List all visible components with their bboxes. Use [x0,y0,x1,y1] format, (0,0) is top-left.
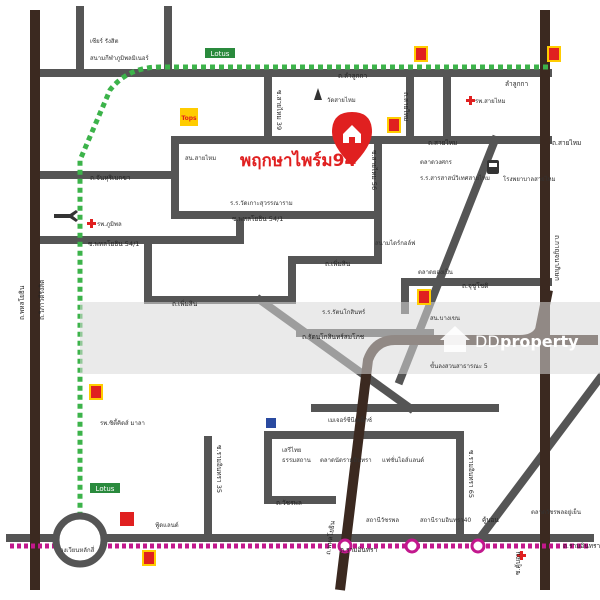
svg-text:ร.ร.วัดเกาะสุวรรณาราม: ร.ร.วัดเกาะสุวรรณาราม [230,200,293,207]
svg-text:ตลาดวงศกร: ตลาดวงศกร [420,159,453,166]
tops-logo: Tops [180,108,198,126]
airplane-icon [54,210,78,222]
svg-text:รพ.สายไหม: รพ.สายไหม [475,97,506,105]
ddproperty-watermark: DD property [440,326,579,352]
svg-text:ถ.สายไหม: ถ.สายไหม [402,92,410,121]
svg-text:วัดสายไหม: วัดสายไหม [327,96,356,104]
svg-text:ลำลูกกา: ลำลูกกา [505,80,528,88]
watermark-band [80,302,600,374]
station-kubon [470,538,486,554]
svg-text:ถ.ลำลูกกา: ถ.ลำลูกกา [338,72,367,80]
svg-text:ถ.รัตนโกสินทร์สมโภช: ถ.รัตนโกสินทร์สมโภช [302,333,365,341]
svg-text:ถ.สายไหม: ถ.สายไหม [552,139,581,147]
poi-labels: เซียร์ รังสิต สนามกีฬาภูมิพลมิเนอร์ รพ.ส… [60,37,581,554]
station-ram-40 [404,538,420,554]
svg-text:ฟู้ดแลนด์: ฟู้ดแลนด์ [155,521,179,529]
hospital-cross-icon [87,219,96,228]
svg-text:รพ.ภูมิพล: รพ.ภูมิพล [97,221,122,228]
department-store-logo [266,418,276,428]
svg-text:ซ.สายไหม 56: ซ.สายไหม 56 [370,150,378,190]
svg-text:ถ.รามอินทรา กม.8: ถ.รามอินทรา กม.8 [563,542,600,550]
temple-icon [314,88,322,100]
svg-text:สนามไดร์กอล์ฟ: สนามไดร์กอล์ฟ [375,239,415,247]
svg-text:ถ.สายไหม: ถ.สายไหม [428,139,457,147]
project-title: พฤกษาไพร์ม94 [240,150,356,171]
svg-text:ซ.รามอินทรา 35: ซ.รามอินทรา 35 [215,445,223,493]
roundabout-laksi [52,512,108,568]
svg-text:ซ.พหลโยธิน 54/1: ซ.พหลโยธิน 54/1 [88,240,139,248]
svg-text:ถ.เพิ่มสิน: ถ.เพิ่มสิน [325,259,351,268]
svg-text:ซ.สายไหม 39: ซ.สายไหม 39 [275,90,283,130]
svg-text:ถ.จันหุริเบกขา: ถ.จันหุริเบกขา [90,174,131,182]
svg-text:ถ.รามอินทรา: ถ.รามอินทรา [340,546,378,554]
bigc-logo [417,289,431,305]
svg-text:สน.บางเขน: สน.บางเขน [430,315,460,322]
svg-text:ร.ร.สารสาสน์วิเทศสายไหม: ร.ร.สารสาสน์วิเทศสายไหม [420,174,490,182]
svg-text:ถ.วัชรพล: ถ.วัชรพล [276,499,302,507]
svg-text:ถ.วิภาวดีรังสิต: ถ.วิภาวดีรังสิต [38,280,46,320]
railway-green-line [77,64,548,520]
svg-text:สถานีวัชรพล: สถานีวัชรพล [366,516,399,524]
svg-text:ธรรมสถาน: ธรรมสถาน [282,457,311,464]
svg-text:ขั้นลงสวนสาธารณะ 5: ขั้นลงสวนสาธารณะ 5 [430,360,488,370]
svg-text:ซ.พหลโยธิน 54/1: ซ.พหลโยธิน 54/1 [232,215,283,223]
svg-text:Lotus: Lotus [96,485,115,493]
svg-text:ตลาดนัดรามอินทรา: ตลาดนัดรามอินทรา [320,457,372,464]
hospital-cross-icon [466,96,475,105]
home-pin-icon [332,112,372,166]
svg-text:เมเจอร์ซีนีเพล็กซ์: เมเจอร์ซีนีเพล็กซ์ [328,415,372,424]
svg-text:ถ.จุชูโชติ: ถ.จุชูโชติ [462,282,488,290]
ddproperty-logo-icon [440,326,470,352]
bigc-logo [414,46,428,62]
station-ramintra-3 [337,538,353,554]
svg-text:สนามกีฬาภูมิพลมิเนอร์: สนามกีฬาภูมิพลมิเนอร์ [90,54,149,62]
svg-text:วงเวียนหลักสี่: วงเวียนหลักสี่ [60,546,95,554]
bigc-logo [142,550,156,566]
svg-text:คู้บอน: คู้บอน [482,516,499,524]
svg-text:ตลาดวัชรพลอยู่เย็น: ตลาดวัชรพลอยู่เย็น [531,507,581,516]
svg-text:เสรีไทย: เสรีไทย [282,446,301,454]
svg-text:Lotus: Lotus [211,50,230,58]
svg-text:สน.สายไหม: สน.สายไหม [185,154,216,162]
train-icon [487,160,499,174]
svg-text:โรงพยาบาลสายไหม: โรงพยาบาลสายไหม [503,175,556,183]
svg-text:รพ.ซิตี้คิดส์ มาลา: รพ.ซิตี้คิดส์ มาลา [100,417,145,427]
bigc-logo [89,384,103,400]
svg-text:ถ.เพิ่มสิน: ถ.เพิ่มสิน [172,299,198,308]
svg-text:แฟชั่นไอส์แลนด์: แฟชั่นไอส์แลนด์ [382,456,424,464]
lotus-logo-bottom: Lotus [90,483,120,493]
svg-text:DD: DD [475,332,500,351]
svg-text:สถานีรามอินทรา40: สถานีรามอินทรา40 [420,516,471,524]
svg-text:ถ.กาญจนาภิเษก: ถ.กาญจนาภิเษก [553,235,561,281]
mall-logo [120,512,134,526]
svg-text:ถ.พหลโยธิน: ถ.พหลโยธิน [18,285,26,320]
lotus-logo-top: Lotus [205,48,235,58]
svg-text:property: property [500,332,579,351]
svg-text:Tops: Tops [181,115,197,122]
svg-text:ซ.รามอินทรา 65: ซ.รามอินทรา 65 [467,450,475,498]
svg-text:ซ.คู้บอน: ซ.คู้บอน [514,551,522,575]
svg-text:ร.ร.รัตนโกสินทร์: ร.ร.รัตนโกสินทร์ [322,308,366,316]
bigc-logo [547,46,561,62]
svg-text:เซียร์ รังสิต: เซียร์ รังสิต [90,37,119,45]
hospital-cross-icon [517,551,526,560]
bigc-logo [387,117,401,133]
road-labels: ลำลูกกา ถ.ลำลูกกา ถ.สายไหม ถ.สายไหม ถ.จั… [88,72,600,554]
svg-text:ตลาดยองเป็น: ตลาดยองเป็น [418,267,453,276]
